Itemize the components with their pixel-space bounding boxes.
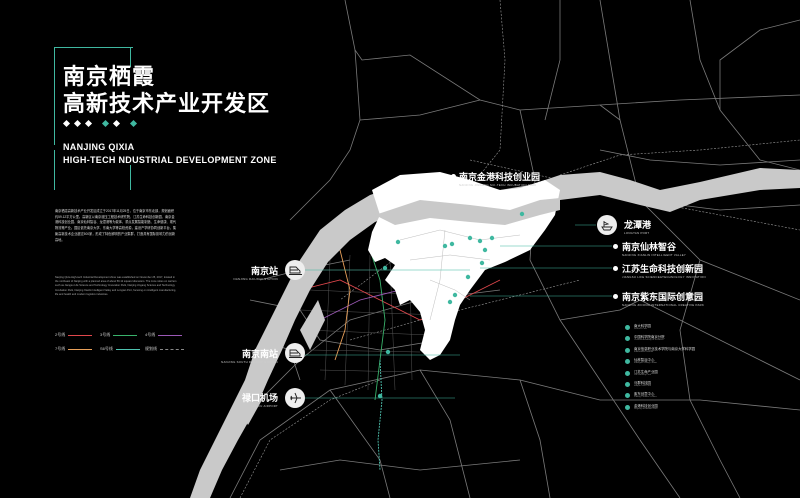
park-marker xyxy=(613,294,618,299)
location-markers xyxy=(377,211,525,399)
metro-legend-item: 4号线 xyxy=(145,332,190,338)
title-frame-line xyxy=(130,47,131,67)
park-marker xyxy=(613,266,618,271)
train-icon xyxy=(285,343,305,363)
qixia-zone-area xyxy=(368,172,560,360)
title-frame-line xyxy=(54,150,55,190)
zone-roads xyxy=(399,229,521,321)
river-island xyxy=(300,300,325,350)
location-pin-icon xyxy=(625,393,630,399)
intro-paragraph-cn: 南京栖霞高新技术产业开发区成立于2017年11月25日，位于南京市东北部，规划面… xyxy=(55,209,177,242)
metro-legend-item: 7号线 xyxy=(55,346,100,352)
english-title: NANJING QIXIA HIGH-TECH NDUSTRIAL DEVELO… xyxy=(63,142,277,165)
title-divider-dots xyxy=(62,119,138,128)
metro-line-swatch xyxy=(160,348,184,350)
metro-line-swatch xyxy=(115,348,140,350)
train-icon xyxy=(285,260,305,280)
river-through-zone xyxy=(375,198,560,225)
metro-legend-item: 2号线 xyxy=(55,332,100,338)
river-island-south xyxy=(240,390,262,425)
metro-legend-item: 规划线 xyxy=(145,346,190,352)
title-line-1: 南京栖霞 xyxy=(63,65,156,90)
metro-legend-item: 3号线 xyxy=(100,332,145,338)
park-marker xyxy=(613,244,618,249)
connector-lines xyxy=(298,224,612,399)
intro-paragraph-en: Nanjing Qixia High-tech Industrial Devel… xyxy=(55,276,177,296)
location-pin-icon xyxy=(625,347,630,353)
port-icon xyxy=(597,215,617,235)
title-line-2: 高新技术产业开发区 xyxy=(63,92,271,117)
page-title: 南京栖霞 高新技术产业开发区 xyxy=(63,64,270,118)
metro-line-swatch xyxy=(158,334,183,336)
metro-line-swatch xyxy=(113,334,138,336)
location-pin-icon xyxy=(625,336,630,342)
title-frame-line xyxy=(130,165,131,190)
location-pin-icon xyxy=(625,325,630,330)
metro-legend-item: S6号线 xyxy=(100,346,145,352)
airplane-icon xyxy=(285,388,305,408)
metro-line-swatch xyxy=(68,348,93,350)
location-pin-icon xyxy=(625,370,630,376)
location-pin-icon xyxy=(625,404,630,410)
metro-legend: 2号线 3号线 4号线 7号线 S6号线 规划线 xyxy=(55,332,185,352)
location-pin-icon xyxy=(625,359,630,365)
location-pin-icon xyxy=(625,381,630,387)
title-frame xyxy=(54,47,133,145)
metro-line-swatch xyxy=(68,334,93,336)
park-marker xyxy=(451,174,456,179)
